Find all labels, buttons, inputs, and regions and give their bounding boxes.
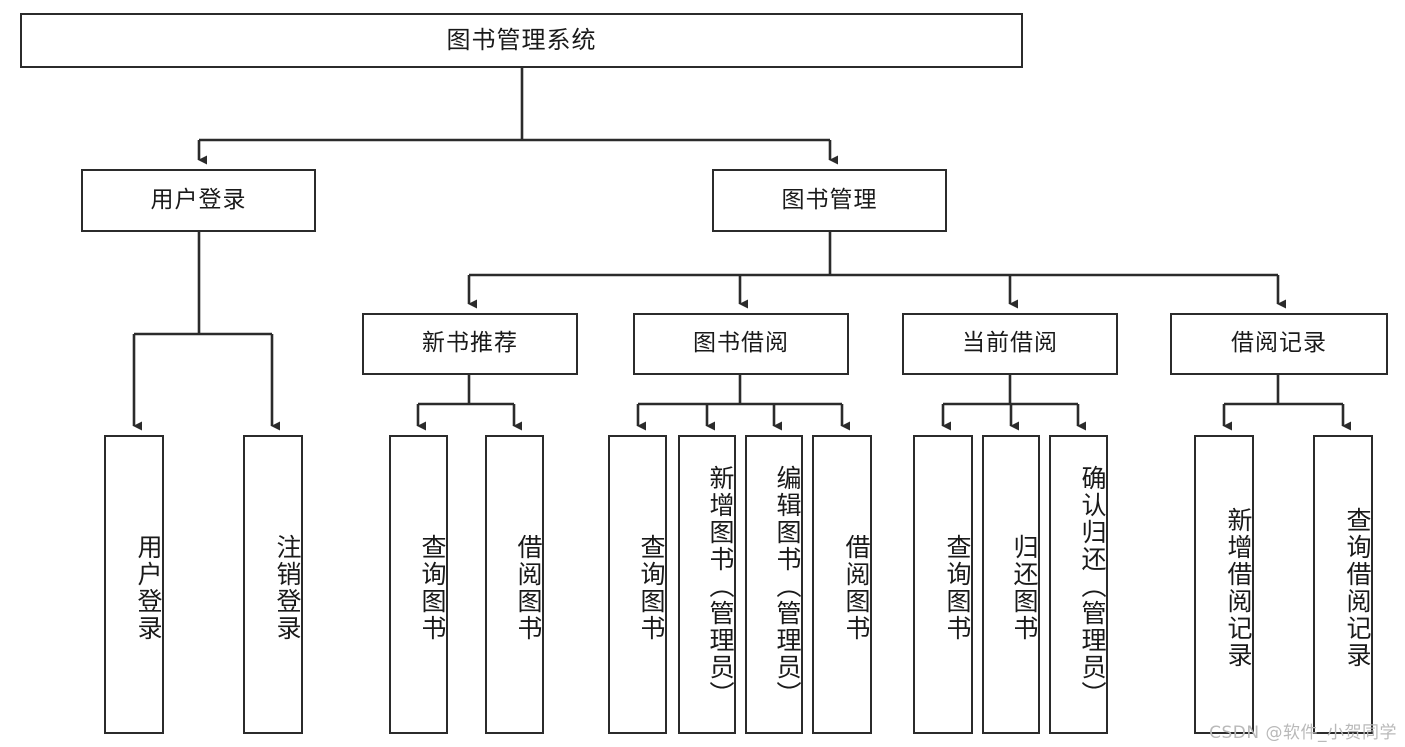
node-user-login[interactable]: 用户登录 [81, 169, 316, 232]
node-current-borrow[interactable]: 当前借阅 [902, 313, 1118, 375]
leaf-recommend-borrow-book[interactable]: 借阅图书 [485, 435, 544, 734]
node-label: 新增图书（管理员） [706, 465, 735, 708]
node-label: 当前借阅 [962, 330, 1058, 357]
leaf-record-query-record[interactable]: 查询借阅记录 [1313, 435, 1373, 734]
node-label: 借阅图书 [514, 533, 543, 642]
node-label: 用户登录 [134, 533, 163, 642]
leaf-borrow-query-book[interactable]: 查询图书 [608, 435, 667, 734]
node-label: 查询图书 [637, 533, 666, 642]
node-new-book-recommend[interactable]: 新书推荐 [362, 313, 578, 375]
node-label: 图书管理系统 [446, 26, 597, 55]
node-label: 新增借阅记录 [1224, 506, 1253, 669]
node-label: 查询图书 [418, 533, 447, 642]
node-borrow-record[interactable]: 借阅记录 [1170, 313, 1388, 375]
node-label: 借阅记录 [1231, 330, 1327, 357]
node-label: 图书管理 [781, 186, 878, 213]
node-label: 查询借阅记录 [1343, 506, 1372, 669]
node-label: 查询图书 [943, 533, 972, 642]
node-label: 确认归还（管理员） [1078, 465, 1107, 708]
node-root-system[interactable]: 图书管理系统 [20, 13, 1023, 68]
node-label: 注销登录 [273, 533, 302, 642]
leaf-borrow-borrow-book[interactable]: 借阅图书 [812, 435, 872, 734]
leaf-current-confirm-return-admin[interactable]: 确认归还（管理员） [1049, 435, 1108, 734]
leaf-borrow-edit-book-admin[interactable]: 编辑图书（管理员） [745, 435, 803, 734]
leaf-current-return-book[interactable]: 归还图书 [982, 435, 1040, 734]
leaf-recommend-query-book[interactable]: 查询图书 [389, 435, 448, 734]
leaf-record-add-record[interactable]: 新增借阅记录 [1194, 435, 1254, 734]
leaf-borrow-add-book-admin[interactable]: 新增图书（管理员） [678, 435, 736, 734]
node-book-management[interactable]: 图书管理 [712, 169, 947, 232]
leaf-user-login-login[interactable]: 用户登录 [104, 435, 164, 734]
node-label: 编辑图书（管理员） [773, 465, 802, 708]
watermark-text: CSDN @软件_小贺同学 [1209, 723, 1397, 743]
leaf-user-login-logout[interactable]: 注销登录 [243, 435, 303, 734]
node-label: 用户登录 [150, 186, 247, 213]
node-label: 新书推荐 [422, 330, 518, 357]
node-label: 归还图书 [1010, 533, 1039, 642]
node-label: 借阅图书 [842, 533, 871, 642]
node-label: 图书借阅 [693, 330, 789, 357]
leaf-current-query-book[interactable]: 查询图书 [913, 435, 973, 734]
node-book-borrow[interactable]: 图书借阅 [633, 313, 849, 375]
